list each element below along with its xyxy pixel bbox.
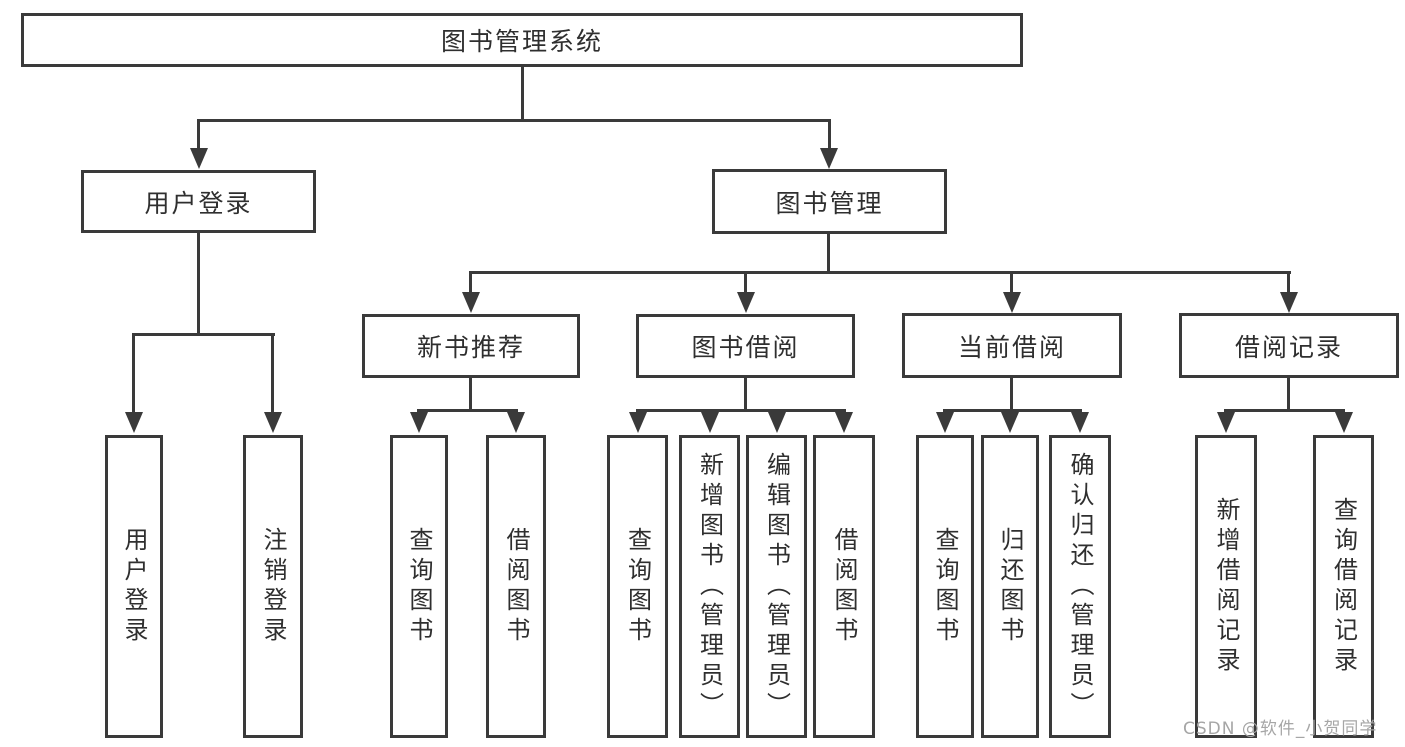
arrowhead-down-icon [701, 412, 719, 433]
node-edit-book-admin: 编辑图书（管理员） [746, 435, 807, 738]
node-query-books: 查询图书 [390, 435, 448, 738]
node-borrow-books: 借阅图书 [486, 435, 546, 738]
trunk-line [197, 231, 200, 336]
arrowhead-down-icon [768, 412, 786, 433]
rail-line [1224, 409, 1345, 412]
arrowhead-down-icon [629, 412, 647, 433]
node-add-borrow-record: 新增借阅记录 [1195, 435, 1257, 738]
node-current-borrowing: 当前借阅 [902, 313, 1122, 378]
root-rail-line [197, 119, 831, 122]
arrowhead-down-icon [507, 412, 525, 433]
node-query-books: 查询图书 [607, 435, 668, 738]
rail-line [636, 409, 846, 412]
node-add-book-admin: 新增图书（管理员） [679, 435, 740, 738]
node-return-books: 归还图书 [981, 435, 1039, 738]
stem-line [744, 271, 747, 294]
rail-line [132, 333, 275, 336]
trunk-line [827, 232, 830, 274]
rail-line [417, 409, 518, 412]
arrowhead-down-icon [410, 412, 428, 433]
stem-line [469, 271, 472, 294]
arrowhead-down-icon [1335, 412, 1353, 433]
node-book-borrowing: 图书借阅 [636, 314, 855, 378]
node-query-borrow-record: 查询借阅记录 [1313, 435, 1374, 738]
node-new-book-recommend: 新书推荐 [362, 314, 580, 378]
arrowhead-down-icon [190, 148, 208, 169]
arrowhead-down-icon [1001, 412, 1019, 433]
csdn-watermark: CSDN @软件_小贺同学 [1183, 719, 1378, 739]
node-borrowing-records: 借阅记录 [1179, 313, 1399, 378]
node-book-management: 图书管理 [712, 169, 947, 234]
arrowhead-down-icon [835, 412, 853, 433]
arrowhead-down-icon [936, 412, 954, 433]
stem-line [132, 333, 135, 415]
node-library-system: 图书管理系统 [21, 13, 1023, 67]
arrowhead-down-icon [462, 292, 480, 313]
arrowhead-down-icon [1217, 412, 1235, 433]
node-borrow-books: 借阅图书 [813, 435, 875, 738]
stem-line [828, 119, 831, 150]
rail-line [943, 409, 1082, 412]
stem-line [1010, 271, 1013, 294]
stem-line [271, 333, 274, 415]
arrowhead-down-icon [737, 292, 755, 313]
node-query-books: 查询图书 [916, 435, 974, 738]
arrowhead-down-icon [264, 412, 282, 433]
rail-line [469, 271, 1291, 274]
root-trunk-line [521, 66, 524, 122]
node-confirm-return-admin: 确认归还（管理员） [1049, 435, 1111, 738]
arrowhead-down-icon [125, 412, 143, 433]
node-logout-action: 注销登录 [243, 435, 303, 738]
arrowhead-down-icon [1071, 412, 1089, 433]
trunk-line [744, 376, 747, 412]
trunk-line [1010, 376, 1013, 412]
trunk-line [469, 376, 472, 412]
trunk-line [1287, 376, 1290, 412]
node-user-login: 用户登录 [81, 170, 316, 233]
arrowhead-down-icon [1003, 292, 1021, 313]
arrowhead-down-icon [1280, 292, 1298, 313]
stem-line [197, 119, 200, 150]
stem-line [1287, 271, 1290, 294]
arrowhead-down-icon [820, 148, 838, 169]
node-user-login-action: 用户登录 [105, 435, 163, 738]
